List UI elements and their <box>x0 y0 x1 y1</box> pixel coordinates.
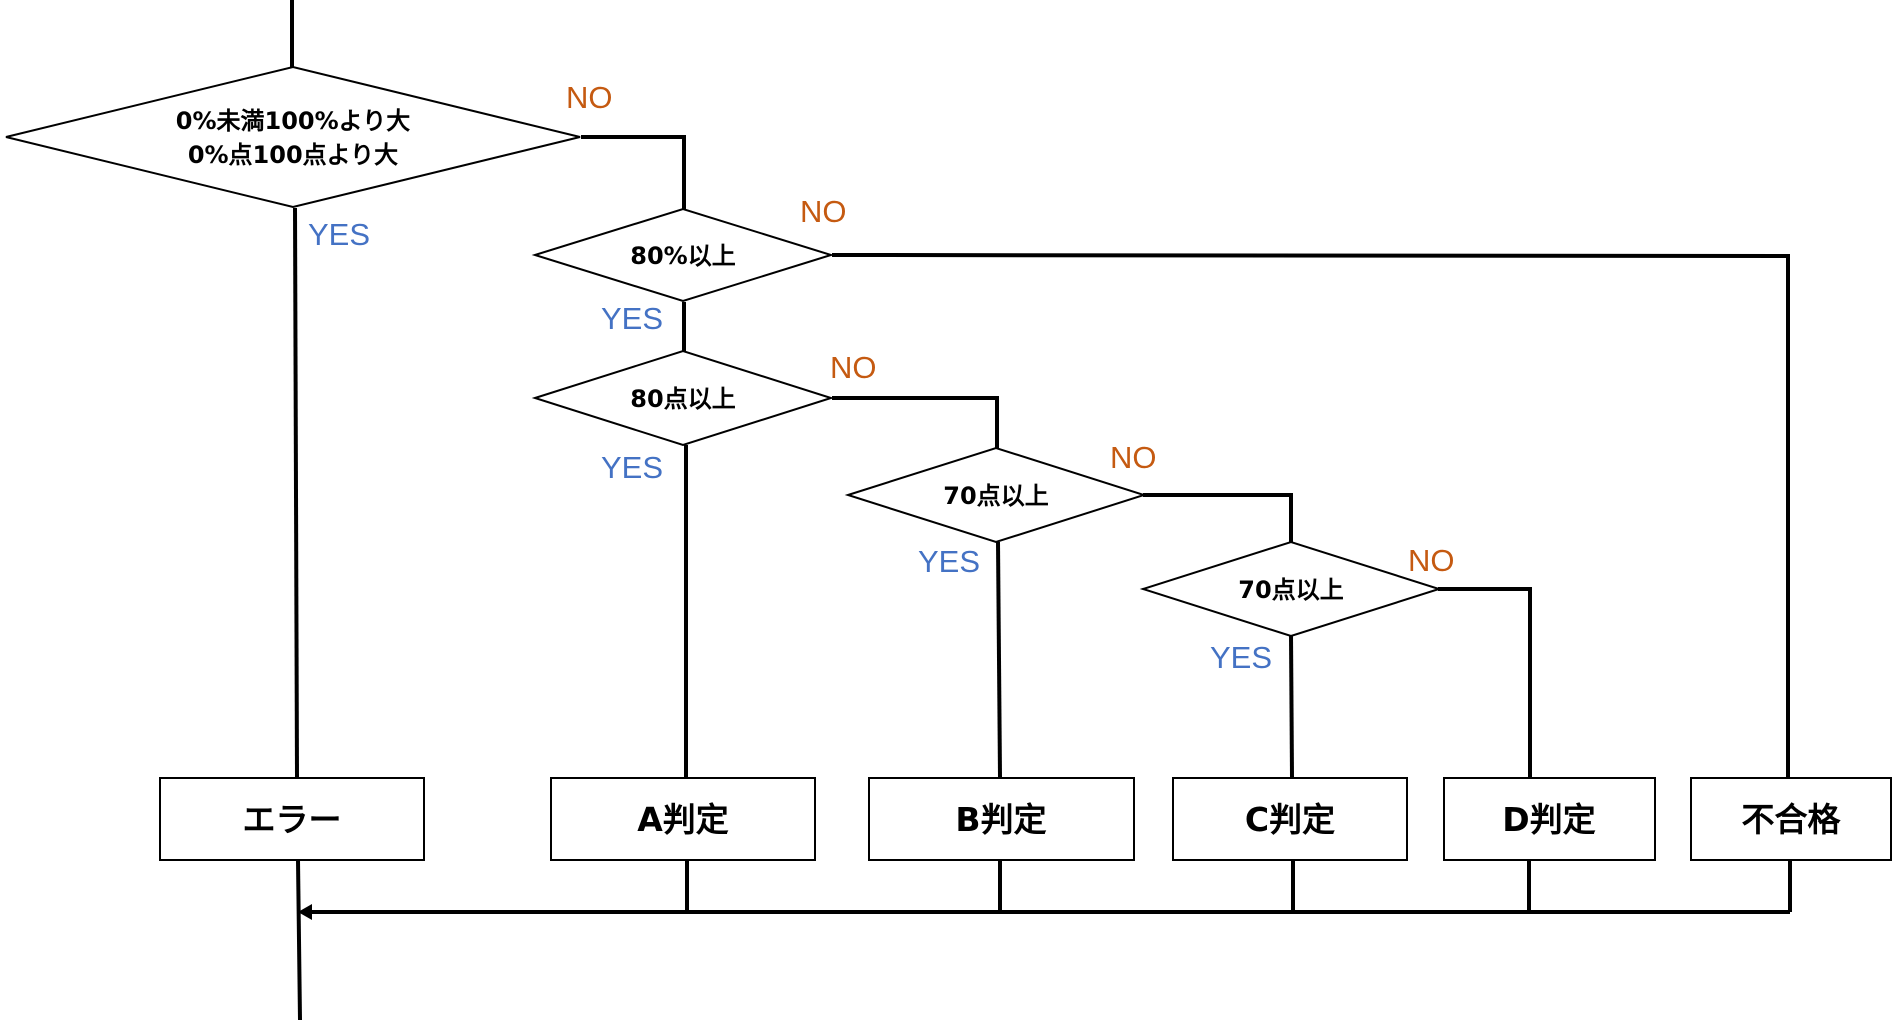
decision-diamond <box>1139 540 1443 638</box>
result-b: B判定 <box>868 777 1135 861</box>
pct80-no-label: NO <box>800 194 847 229</box>
result-box <box>1690 777 1892 861</box>
result-fail: 不合格 <box>1690 777 1892 861</box>
pt70b-no-label: NO <box>1110 440 1157 475</box>
decision-range-line2: 0%点100点より大 <box>188 141 398 169</box>
result-box <box>868 777 1135 861</box>
decision-pt70b-label: 70点以上 <box>943 482 1048 510</box>
pt80-yes-label: YES <box>601 450 663 485</box>
range-no-label: NO <box>566 80 613 115</box>
decision-pt80: 80点以上 <box>531 349 835 447</box>
result-box <box>1172 777 1408 861</box>
result-c-label: C判定 <box>1245 800 1335 839</box>
result-box <box>550 777 816 861</box>
pt70c-yes-line <box>1289 634 1294 778</box>
result-b-label: B判定 <box>955 800 1046 839</box>
pt70b-no-line <box>1143 493 1293 542</box>
range-yes-label: YES <box>308 217 370 252</box>
decision-range-check: 0%未満100%より大 0%点100点より大 <box>5 65 581 209</box>
result-d-label: D判定 <box>1502 800 1595 839</box>
exit-line <box>296 859 302 1021</box>
decision-diamond <box>5 65 581 209</box>
result-c: C判定 <box>1172 777 1408 861</box>
result-fail-label: 不合格 <box>1742 800 1842 839</box>
pct80-no-line <box>831 253 1790 777</box>
branch-labels: NO YES NO YES NO YES NO YES NO YES <box>308 80 1455 675</box>
pt70c-no-label: NO <box>1408 543 1455 578</box>
result-d: D判定 <box>1443 777 1656 861</box>
decision-pt80-label: 80点以上 <box>630 385 735 413</box>
pt80-no-label: NO <box>830 350 877 385</box>
decision-pt70-c: 70点以上 <box>1139 540 1443 638</box>
pt70c-yes-label: YES <box>1210 640 1272 675</box>
range-no-line <box>581 135 686 210</box>
pt70b-yes-line <box>996 541 1002 778</box>
result-a: A判定 <box>550 777 816 861</box>
pt80-no-line <box>832 396 999 448</box>
result-error: エラー <box>159 777 425 861</box>
decision-range-line1: 0%未満100%より大 <box>176 107 410 135</box>
result-a-label: A判定 <box>637 800 729 839</box>
decision-pct80-label: 80%以上 <box>630 242 735 270</box>
pt70b-yes-label: YES <box>918 544 980 579</box>
decision-diamond <box>844 446 1148 544</box>
result-box <box>159 777 425 861</box>
decision-diamond <box>531 207 835 303</box>
pt70c-no-line <box>1438 587 1532 777</box>
connectors <box>290 0 1792 1021</box>
result-box <box>1443 777 1656 861</box>
return-arrowhead <box>298 904 312 920</box>
result-error-label: エラー <box>243 800 342 839</box>
pct80-yes-label: YES <box>601 301 663 336</box>
range-yes-line <box>293 207 299 778</box>
decision-pct80: 80%以上 <box>531 207 835 303</box>
decision-diamond <box>531 349 835 447</box>
decision-pt70c-label: 70点以上 <box>1238 576 1343 604</box>
decision-pt70-b: 70点以上 <box>844 446 1148 544</box>
